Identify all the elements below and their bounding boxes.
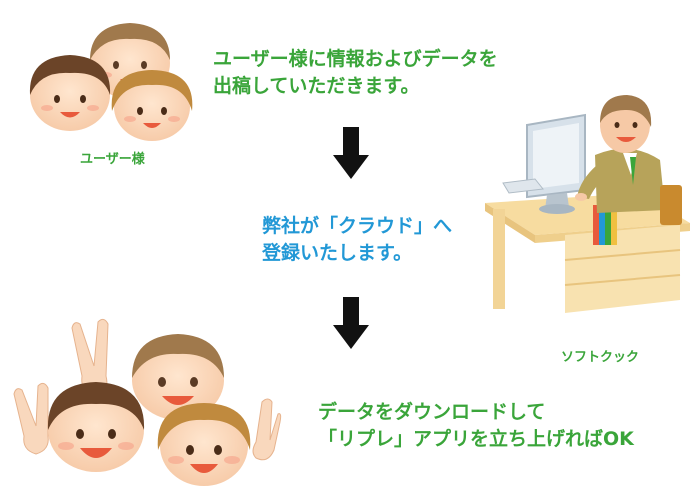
peace-sign-hand <box>252 398 282 461</box>
step-1-line-1: ユーザー様に情報およびデータを <box>213 48 498 70</box>
step-3-text: データをダウンロードして 「リプレ」アプリを立ち上げればOK <box>318 399 634 453</box>
users-label: ユーザー様 <box>80 152 145 167</box>
office-worker-illustration <box>485 95 690 313</box>
happy-users-illustration <box>13 318 282 486</box>
user-face-left <box>29 55 111 131</box>
step-3-line-1: データをダウンロードして <box>318 401 546 423</box>
step-2-line-2: 登録いたします。 <box>262 242 413 264</box>
user-face-back <box>132 334 224 420</box>
down-arrow-icon <box>333 297 369 349</box>
books <box>593 203 617 245</box>
peace-sign-hand <box>13 382 49 455</box>
step-3-line-2: 「リプレ」アプリを立ち上げればOK <box>318 428 634 450</box>
step-1-line-2: 出稿していただきます。 <box>213 75 420 97</box>
user-face-left <box>47 382 145 472</box>
down-arrow-icon <box>333 127 369 179</box>
step-2-line-1: 弊社が「クラウド」へ <box>262 215 453 237</box>
user-face-right <box>157 403 251 486</box>
users-group-illustration <box>29 23 193 141</box>
desk <box>485 193 690 313</box>
user-face-right <box>111 70 193 141</box>
office-worker <box>575 95 682 225</box>
step-2-text: 弊社が「クラウド」へ 登録いたします。 <box>262 213 452 267</box>
step-1-text: ユーザー様に情報およびデータを 出稿していただきます。 <box>213 46 498 100</box>
company-label: ソフトクック <box>561 350 640 365</box>
